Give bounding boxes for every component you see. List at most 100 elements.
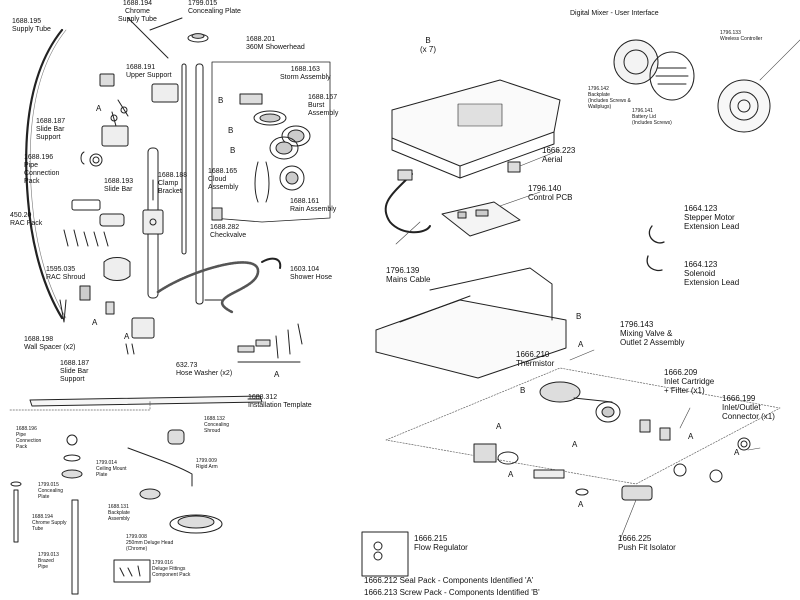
part-name: Slide Bar	[36, 126, 65, 133]
quantity: (x 7)	[420, 45, 436, 54]
label-digital-mixer-ui: Digital Mixer - User Interface	[570, 10, 659, 18]
part-name-2: Extension Lead	[684, 222, 740, 231]
part-number: 1664.123	[684, 260, 718, 269]
part-number: 450.20	[10, 212, 32, 219]
part-name-2: Extension Lead	[684, 278, 740, 287]
part-name-2: Connection	[24, 170, 60, 177]
part-name: Rain Assembly	[290, 206, 337, 213]
slide-bar	[142, 147, 164, 299]
part-number: 1688.167	[308, 94, 338, 101]
part-name-2: Pipe	[38, 564, 49, 570]
part-number: 1688.132	[204, 416, 225, 422]
showerhead-box	[211, 61, 331, 223]
installation-template	[29, 395, 263, 407]
part-name-3: Wallplugs)	[588, 104, 612, 110]
part-name-2: Tube	[32, 526, 44, 532]
part-number: 1688.188	[158, 172, 188, 179]
rigid-tubes	[181, 63, 223, 305]
part-name: Chrome	[125, 8, 150, 15]
concealing-plate	[187, 33, 209, 43]
part-name-3: Pack	[24, 178, 40, 185]
marker-a: A	[496, 422, 502, 431]
part-name: RAC Shroud	[46, 274, 86, 281]
part-number: 1688.282	[210, 224, 240, 231]
part-number: 1666.225	[618, 534, 652, 543]
mains-cable	[384, 169, 431, 234]
part-number: 1799.013	[38, 552, 59, 558]
checkvalve	[211, 207, 223, 221]
marker-b: B	[218, 96, 224, 105]
part-number: 1688.198	[24, 336, 54, 343]
part-name-2: Bracket	[158, 188, 182, 195]
part-name-2: Connection	[16, 438, 42, 444]
part-name: Concealing	[38, 488, 64, 494]
part-name: 250mm Deluge Head	[126, 540, 174, 546]
part-name: Mains Cable	[386, 275, 431, 284]
part-number: 1796.141	[632, 108, 653, 114]
part-name: Cloud	[208, 176, 227, 183]
part-number: 1595.035	[46, 266, 76, 273]
part-number: 1688.201	[246, 36, 276, 43]
marker-a: A	[92, 318, 98, 327]
mixer-cover	[391, 79, 561, 179]
part-number: 1666.215	[414, 534, 448, 543]
hose-washers-and-fixings	[237, 323, 303, 363]
part-number: 1666.223	[542, 146, 576, 155]
part-name: RAC Pack	[10, 220, 43, 227]
marker-a: A	[124, 332, 130, 341]
part-number: 1796.140	[528, 184, 562, 193]
control-pcb	[441, 201, 521, 237]
part-name: Slide Bar	[104, 186, 133, 193]
part-name: Slide Bar	[60, 368, 89, 375]
part-name-2: Support	[60, 376, 85, 383]
part-name: Inlet Cartridge	[664, 377, 715, 386]
part-number: 1688.187	[60, 360, 90, 367]
part-name: Thermistor	[516, 359, 555, 368]
part-name-2: Supply Tube	[118, 16, 157, 23]
part-number: 1799.014	[96, 460, 117, 466]
part-name-2: + Filter (x1)	[664, 386, 705, 395]
deluge-kit	[10, 429, 223, 595]
part-name: Chrome Supply	[32, 520, 67, 526]
part-name-2: Plate	[96, 472, 108, 478]
marker-b: B	[228, 126, 234, 135]
part-name: Pipe	[24, 162, 39, 169]
part-number: 632.73	[176, 362, 198, 369]
part-name-2: Outlet 2 Assembly	[620, 338, 685, 347]
marker-b: B	[576, 312, 582, 321]
group-title: Digital Mixer - User Interface	[570, 10, 659, 17]
part-name-2: (Chrome)	[126, 546, 148, 552]
part-name: Brazed	[38, 558, 54, 564]
part-number: 1666.209	[664, 368, 698, 377]
part-name-2: (Includes Screws)	[632, 120, 672, 126]
part-name: Shower Hose	[290, 274, 333, 281]
marker-b: B	[230, 146, 236, 155]
part-name: Checkvalve	[210, 232, 247, 239]
wireless-controller-group	[613, 39, 771, 133]
part-name: Hose Washer (x2)	[176, 370, 233, 377]
part-number: 1796.143	[620, 320, 654, 329]
seal-pack-note: 1666.212 Seal Pack - Components Identifi…	[364, 576, 534, 585]
